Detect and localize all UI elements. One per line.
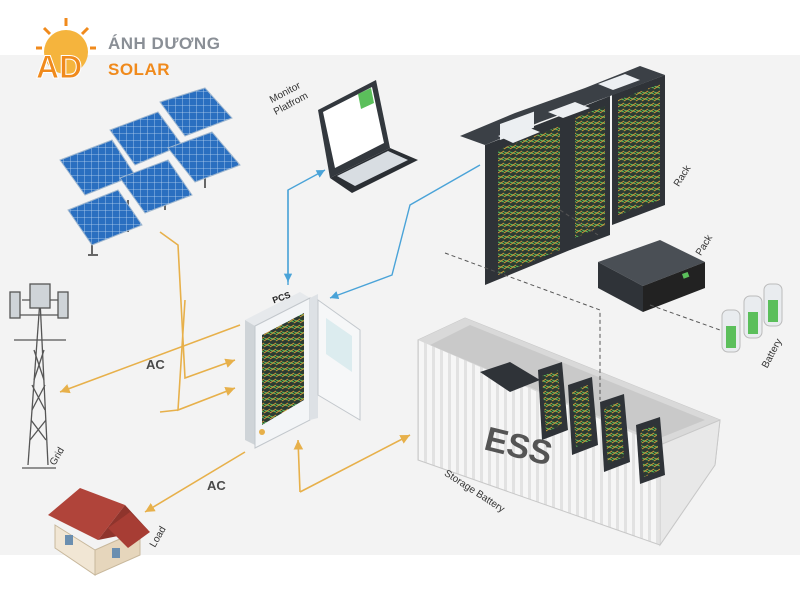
svg-text:AD: AD [36, 49, 82, 85]
dashed-connectors [444, 209, 721, 400]
data-connectors [283, 164, 481, 300]
house-icon [48, 488, 150, 576]
battery-pack-icon [598, 240, 705, 312]
pcs-cabinet-icon [245, 292, 361, 449]
laptop-icon [318, 80, 418, 193]
battery-cells-icon [721, 283, 783, 353]
brand-subtitle: SOLAR [108, 60, 170, 79]
ac-grid-label: AC [146, 357, 165, 372]
ac-power-connectors [59, 231, 411, 513]
brand-name: ÁNH DƯƠNG [108, 34, 221, 53]
solar-panel-array-icon [59, 87, 241, 256]
grid-tower-icon [9, 283, 69, 469]
brand-logo-mark: AD [36, 18, 96, 86]
server-rack-icon [460, 66, 665, 285]
ac-load-label: AC [207, 478, 226, 493]
ess-container-icon [417, 317, 721, 547]
